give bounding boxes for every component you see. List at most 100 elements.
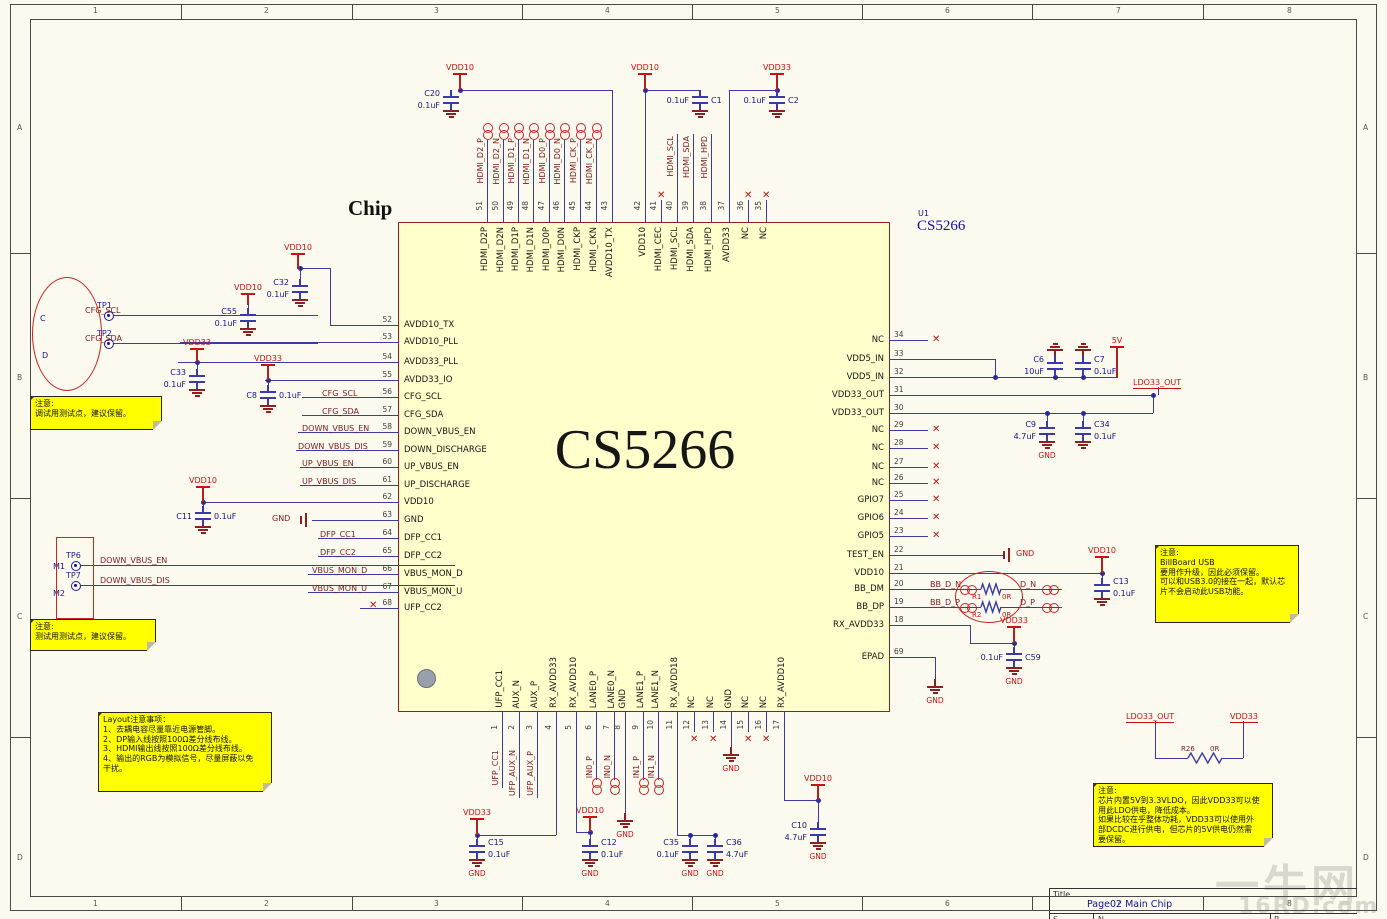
cap-val-C7: 0.1uF <box>1094 367 1117 376</box>
pin-number-7: 7 <box>602 725 611 730</box>
net-label-CFG_SCL: CFG_SCL <box>322 389 358 398</box>
ground-bar <box>726 757 736 759</box>
ground-bar <box>474 865 480 867</box>
grid-col-label: 5 <box>775 899 780 908</box>
cap-stem <box>1046 421 1048 428</box>
ground-bar <box>697 116 703 118</box>
net-label-HDMI_SCL: HDMI_SCL <box>666 136 675 177</box>
wire <box>1014 643 1016 650</box>
cap-ref-C32: C32 <box>273 278 289 287</box>
pin-stub <box>890 340 928 342</box>
wire <box>612 90 614 200</box>
wire <box>970 643 1014 645</box>
ground-bar <box>692 110 708 112</box>
testpoint-label-TP1: TP1 <box>97 301 112 310</box>
pin-stub <box>658 712 660 732</box>
cap-ref-C1: C1 <box>711 96 722 105</box>
pin-name-33: VDD5_IN <box>846 354 884 364</box>
pin-stub <box>596 712 598 732</box>
ground-bar <box>1006 667 1022 669</box>
net-label-DOWN_VBUS_EN: DOWN_VBUS_EN <box>100 556 168 565</box>
cap-ref-C34: C34 <box>1094 420 1110 429</box>
no-connect-x-icon: ✕ <box>744 190 753 201</box>
wire <box>519 732 521 798</box>
pin-name-1: UFP_CC1 <box>495 670 505 708</box>
ground-bar <box>292 299 308 301</box>
net-label-HDMI_D0_P: HDMI_D0_P <box>538 138 547 184</box>
note-line: 用此LDO供电，降低成本。 <box>1098 805 1195 815</box>
chip-refdes: U1 <box>918 209 929 218</box>
pin-name-54: AVDD33_PLL <box>404 357 458 367</box>
pin-number-14: 14 <box>719 720 728 730</box>
pin-name-51: HDMI_D2P <box>480 227 490 272</box>
ground-bar <box>930 689 940 691</box>
net-label-UP_VBUS_DIS: UP_VBUS_DIS <box>302 477 357 486</box>
no-connect-x-icon: ✕ <box>709 734 718 745</box>
note-line: 如果比较在乎整体功耗，VDD33可以使用外 <box>1098 815 1254 825</box>
ground-bar <box>443 110 459 112</box>
pin-number-11: 11 <box>665 720 674 730</box>
grid-col-label: 8 <box>1287 6 1292 15</box>
wire <box>1047 413 1049 424</box>
jumper-icon <box>592 785 602 795</box>
chip-big-label: CS5266 <box>554 419 736 481</box>
cap-ref-C13: C13 <box>1113 577 1129 586</box>
power-flag-VDD10: VDD10 <box>446 63 474 72</box>
cap-stem <box>202 506 204 513</box>
wire <box>296 450 398 452</box>
capacitor-C7 <box>1075 362 1091 364</box>
grid-col-label: 6 <box>945 899 950 908</box>
net-label-DFP_CC1: DFP_CC1 <box>320 530 356 539</box>
jumper-icon <box>610 785 620 795</box>
cap-stem <box>1082 434 1084 441</box>
grid-col-label: 2 <box>264 6 269 15</box>
border-line <box>30 19 31 896</box>
wire <box>729 90 777 92</box>
pin-number-60: 60 <box>382 457 392 466</box>
pin-name-58: DOWN_VBUS_EN <box>404 427 476 437</box>
net-label-IN1_P: IN1_P <box>632 755 641 778</box>
pin-stub <box>890 500 928 502</box>
wire <box>928 607 981 609</box>
no-connect-x-icon: ✕ <box>932 424 941 435</box>
grid-tick <box>1032 4 1033 19</box>
pin-number-56: 56 <box>382 387 392 396</box>
cap-stem <box>714 839 716 846</box>
ground-bar <box>1052 343 1058 345</box>
cap-val-C34: 0.1uF <box>1094 432 1117 441</box>
resistor-ref-R26: R26 <box>1181 745 1195 753</box>
pin-number-47: 47 <box>537 201 546 211</box>
gnd-tap-bar <box>300 516 302 524</box>
net-label-IN0_N: IN0_N <box>603 754 612 778</box>
pin-number-63: 63 <box>382 510 392 519</box>
cap-ref-C59: C59 <box>1025 653 1041 662</box>
wire <box>928 395 1153 397</box>
power-flag-VDD33: VDD33 <box>763 63 791 72</box>
titleblock-partial-cell: S <box>1053 915 1058 919</box>
jumper-icon <box>1049 603 1059 613</box>
pin-stub <box>890 395 928 397</box>
highlight-ellipse <box>955 571 1023 623</box>
wire <box>318 556 398 558</box>
note-corner-marker <box>30 619 35 624</box>
resistor-val-R26: 0R <box>1210 745 1220 753</box>
jumper-icon <box>592 130 602 140</box>
power-flag-VDD33: VDD33 <box>463 808 491 817</box>
chip-partnumber: CS5266 <box>917 218 966 234</box>
pin-number-58: 58 <box>382 422 392 431</box>
pin-name-53: AVDD10_PLL <box>404 337 458 347</box>
pin-stub <box>360 608 398 610</box>
wire <box>677 732 679 835</box>
cap-stem <box>1046 434 1048 441</box>
pin-number-54: 54 <box>382 352 392 361</box>
pin-stub <box>519 712 521 732</box>
cap-val-C33: 0.1uF <box>163 380 186 389</box>
wire <box>477 835 556 837</box>
capacitor-C13 <box>1094 584 1110 586</box>
note-line: BillBoard USB <box>1160 557 1215 567</box>
jumper-icon <box>576 130 586 140</box>
pin-number-49: 49 <box>506 201 515 211</box>
ground-label: GND <box>1005 677 1023 686</box>
pin-stub <box>360 432 398 434</box>
